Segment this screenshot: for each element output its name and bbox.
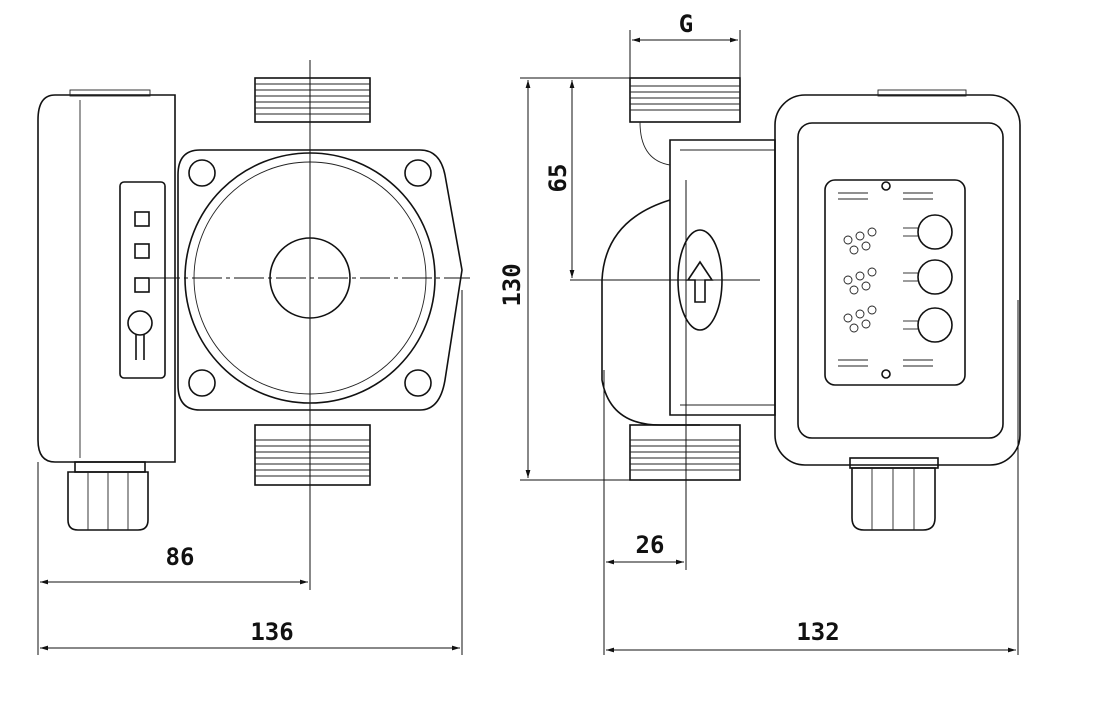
dimension-label: 132 [796, 618, 839, 646]
cable-gland [67, 461, 149, 531]
pump-body [570, 121, 776, 570]
dimension-G: G [629, 10, 741, 78]
dimension-26: 26 [603, 370, 684, 655]
bolt-icon [404, 159, 432, 187]
top-threaded-port [629, 77, 741, 123]
dimension-label: 65 [544, 164, 572, 193]
led-icon [134, 243, 150, 259]
arrow-up-icon [686, 260, 714, 303]
screw-icon [881, 181, 891, 191]
dimension-label: 130 [498, 263, 526, 306]
button-icon [127, 310, 153, 336]
side-view: G 130 65 26 132 [498, 10, 1021, 655]
control-button [917, 259, 953, 295]
dimension-130: 130 [498, 77, 630, 481]
dimension-label: G [679, 10, 693, 38]
cable-gland [849, 457, 939, 531]
led-icon [134, 277, 150, 293]
dimension-label: 136 [250, 618, 293, 646]
front-view: 86 136 [37, 60, 470, 655]
pump-housing [150, 60, 470, 590]
bottom-threaded-port [254, 424, 371, 486]
led-cluster-icon [843, 227, 877, 333]
dimension-label: 26 [636, 531, 665, 559]
screw-icon [881, 369, 891, 379]
dimension-132: 132 [606, 300, 1019, 655]
dimension-136: 136 [40, 290, 463, 655]
bolt-icon [188, 159, 216, 187]
bolt-icon [188, 369, 216, 397]
bolt-icon [404, 369, 432, 397]
led-icon [134, 211, 150, 227]
dimension-86: 86 [37, 462, 308, 655]
control-box [37, 89, 176, 463]
control-button [917, 214, 953, 250]
dimension-65: 65 [544, 80, 575, 278]
indicator-panel [119, 181, 166, 379]
control-box [774, 89, 1021, 466]
dimension-label: 86 [166, 543, 195, 571]
control-button [917, 307, 953, 343]
control-panel [824, 179, 966, 386]
bottom-threaded-port [629, 424, 741, 481]
top-threaded-port [254, 77, 371, 123]
